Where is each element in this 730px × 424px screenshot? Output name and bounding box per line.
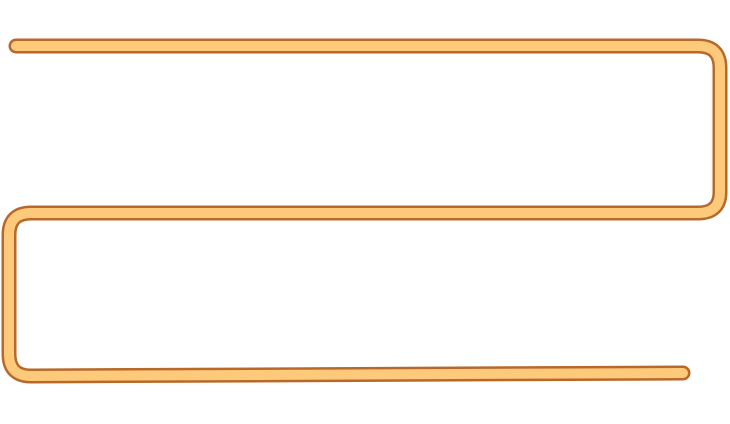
tube-body bbox=[4, 41, 725, 381]
